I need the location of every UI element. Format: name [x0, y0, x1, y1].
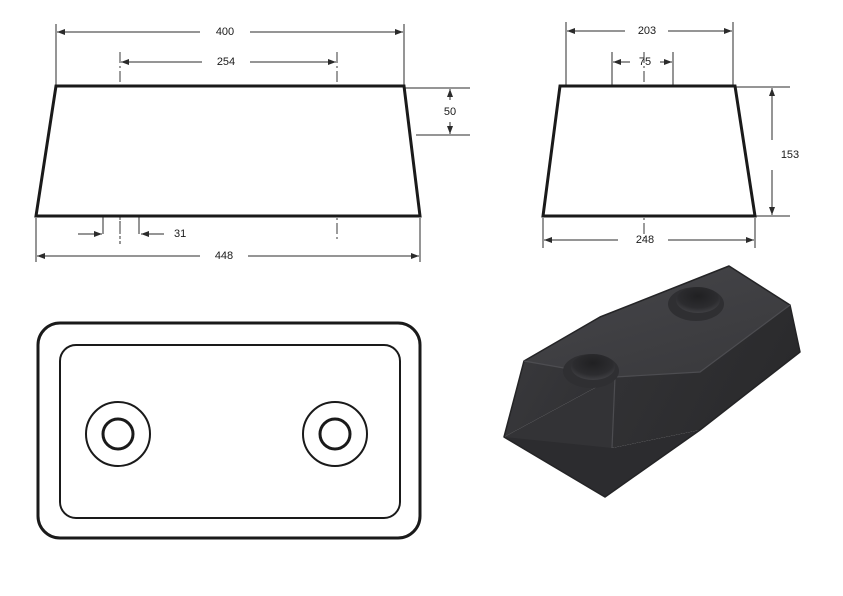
dimension-50: 50: [444, 89, 456, 134]
dimension-153-label: 153: [781, 149, 799, 161]
dimension-75-label: 75: [639, 56, 651, 68]
iso-face-top: [524, 266, 790, 377]
dimension-254-label: 254: [217, 56, 235, 68]
dimension-31-label: 31: [174, 228, 186, 240]
boss-left-inner-circle: [101, 417, 135, 451]
plan-inner-outline: [59, 344, 401, 519]
side-extension-lines: [542, 22, 790, 248]
side-elevation-outline: [541, 84, 757, 218]
boss-right-outer-circle: [302, 401, 368, 467]
plan-boss-right: [302, 401, 368, 467]
side-elevation-view: 203 75 153 248: [541, 22, 799, 248]
dimension-153: 153: [769, 88, 799, 215]
dimension-203: 203: [567, 25, 732, 37]
dimension-254: 254: [121, 56, 336, 68]
boss-left-outer-circle: [85, 401, 151, 467]
dimension-203-label: 203: [638, 25, 656, 37]
dimension-75: 75: [613, 56, 672, 68]
dimension-448: 448: [37, 250, 419, 262]
iso-hole-rear-bore: [676, 287, 720, 313]
iso-face-right: [612, 305, 800, 448]
iso-hole-rear: [668, 287, 724, 321]
dimension-400: 400: [57, 26, 403, 38]
dimension-248: 248: [544, 234, 754, 246]
dimension-248-label: 248: [636, 234, 654, 246]
plan-boss-left: [85, 401, 151, 467]
dimension-31: 31: [78, 214, 186, 244]
front-elevation-view: 400 254 50 31: [34, 24, 470, 262]
dimension-400-label: 400: [216, 26, 234, 38]
front-elevation-outline: [34, 84, 422, 218]
dimension-50-label: 50: [444, 106, 456, 118]
iso-hole-front: [563, 354, 619, 388]
isometric-view: [503, 265, 801, 498]
dimension-448-label: 448: [215, 250, 233, 262]
iso-hole-front-bore: [571, 354, 615, 380]
boss-right-inner-circle: [318, 417, 352, 451]
iso-face-front-band: [504, 430, 700, 497]
front-extension-lines: [35, 24, 470, 262]
plan-view: [36, 321, 422, 540]
